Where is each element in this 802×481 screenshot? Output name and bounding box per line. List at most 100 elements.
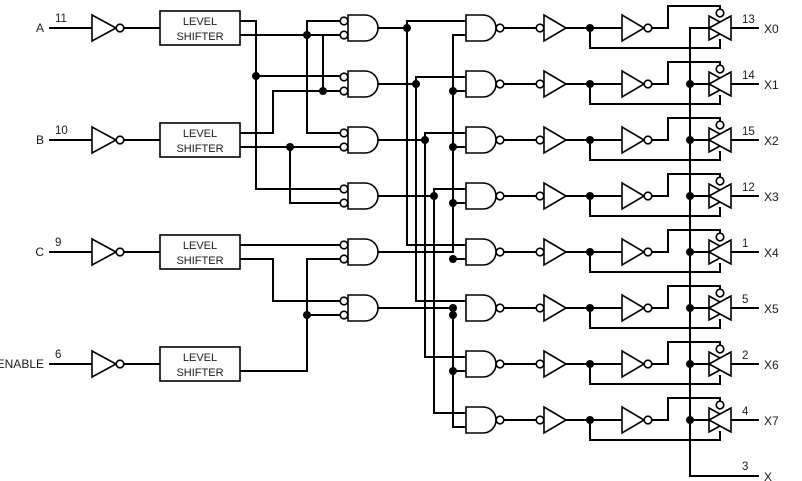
junction-dot xyxy=(403,24,411,32)
decoder-and-gate-4 xyxy=(347,182,379,210)
gates xyxy=(91,8,733,435)
tg-triangle-icon xyxy=(707,350,732,378)
c-enable-bus-2 xyxy=(452,307,467,428)
input-bubble xyxy=(339,296,349,306)
decoder-and-gate-3 xyxy=(347,126,379,154)
gate-control-p xyxy=(589,83,721,105)
inverter-bubble xyxy=(643,303,653,313)
inverter-bubble xyxy=(643,247,653,257)
common-label-x: X xyxy=(764,470,772,481)
decode-bus-lower xyxy=(406,27,467,246)
decoder-and-gate-2 xyxy=(347,70,379,98)
inverter-bubble xyxy=(643,23,653,33)
nand-gate-7 xyxy=(465,406,497,434)
nand-bubble xyxy=(495,247,505,257)
decode-bus-upper xyxy=(433,188,467,197)
tg-bubble xyxy=(715,344,725,354)
input-pin-10: 10 xyxy=(55,125,68,137)
tg-bubble xyxy=(715,8,725,18)
nand-bubble xyxy=(495,191,505,201)
inverter-bubble xyxy=(643,191,653,201)
input-bubble xyxy=(339,128,349,138)
junction-dot xyxy=(286,143,294,151)
junction-dot xyxy=(686,416,694,424)
inverter-icon xyxy=(621,349,646,379)
junction-dot xyxy=(586,136,594,144)
output-label-x0: X0 xyxy=(764,22,779,36)
gate-control-n xyxy=(651,173,721,197)
nand-gate-6 xyxy=(465,350,497,378)
junction-dot xyxy=(252,72,260,80)
gate-control-n xyxy=(651,397,721,421)
nand-bubble xyxy=(495,79,505,89)
junction-dot xyxy=(586,24,594,32)
inverter-bubble xyxy=(115,247,125,257)
gate-control-p xyxy=(589,251,721,273)
output-label-x1: X1 xyxy=(764,78,779,92)
nand-gate-4 xyxy=(465,238,497,266)
input-label-enable: ENABLE xyxy=(0,357,44,371)
nand-gate-0 xyxy=(465,14,497,42)
level-shifter-label: SHIFTER xyxy=(176,367,223,379)
nand-gate-3 xyxy=(465,182,497,210)
input-bubble xyxy=(339,86,349,96)
inverter-bubble xyxy=(643,359,653,369)
output-label-x5: X5 xyxy=(764,302,779,316)
buffer-icon xyxy=(543,69,568,99)
buffer-icon xyxy=(543,293,568,323)
junction-dot xyxy=(303,31,311,39)
inverter-bubble xyxy=(643,415,653,425)
inverter-icon xyxy=(621,237,646,267)
gate-control-n xyxy=(651,61,721,85)
buffer-icon xyxy=(543,237,568,267)
input-bubble xyxy=(339,254,349,264)
inverter-icon xyxy=(621,405,646,435)
nand-gate-5 xyxy=(465,294,497,322)
buffer-input-bubble xyxy=(535,359,545,369)
junction-dot xyxy=(449,143,457,151)
decode-bus-upper xyxy=(406,20,467,29)
buffer-input-bubble xyxy=(535,23,545,33)
buffer-input-bubble xyxy=(535,135,545,145)
buffer-icon xyxy=(543,13,568,43)
decode-bus-lower xyxy=(433,195,467,414)
inverter-bubble xyxy=(115,23,125,33)
level-shifter-label: LEVEL xyxy=(183,128,217,140)
input-bubble xyxy=(339,310,349,320)
decode-bus-upper xyxy=(424,132,467,141)
junction-dot xyxy=(586,304,594,312)
tg-bubble xyxy=(715,400,725,410)
decode-bus-lower xyxy=(415,83,467,302)
nand-bubble xyxy=(495,23,505,33)
junction-dot xyxy=(586,248,594,256)
junction-dot xyxy=(686,136,694,144)
input-bubble xyxy=(339,198,349,208)
level-shifter-label: LEVEL xyxy=(183,16,217,28)
nand-bubble xyxy=(495,135,505,145)
output-label-x7: X7 xyxy=(764,414,779,428)
junction-dot xyxy=(586,192,594,200)
output-pin-13: 13 xyxy=(742,14,755,26)
decode-bus-upper xyxy=(415,76,467,85)
input-bubble xyxy=(339,240,349,250)
junction-dot xyxy=(686,248,694,256)
tg-triangle-icon xyxy=(707,70,732,98)
junction-dot xyxy=(449,199,457,207)
output-pin-4: 4 xyxy=(742,406,749,418)
junction-dot xyxy=(412,80,420,88)
input-pin-9: 9 xyxy=(55,237,61,249)
level-shifter-box xyxy=(159,122,241,158)
decoder-and-gate-5 xyxy=(347,238,379,266)
inverter-icon xyxy=(621,293,646,323)
buffer-input-bubble xyxy=(535,303,545,313)
buffer-icon xyxy=(543,349,568,379)
junctions xyxy=(252,24,694,424)
output-label-x4: X4 xyxy=(764,246,779,260)
tg-bubble xyxy=(715,176,725,186)
output-pin-12: 12 xyxy=(742,182,755,194)
junction-dot xyxy=(449,304,457,312)
level-shifter-label: LEVEL xyxy=(183,352,217,364)
tg-triangle-icon xyxy=(707,182,732,210)
